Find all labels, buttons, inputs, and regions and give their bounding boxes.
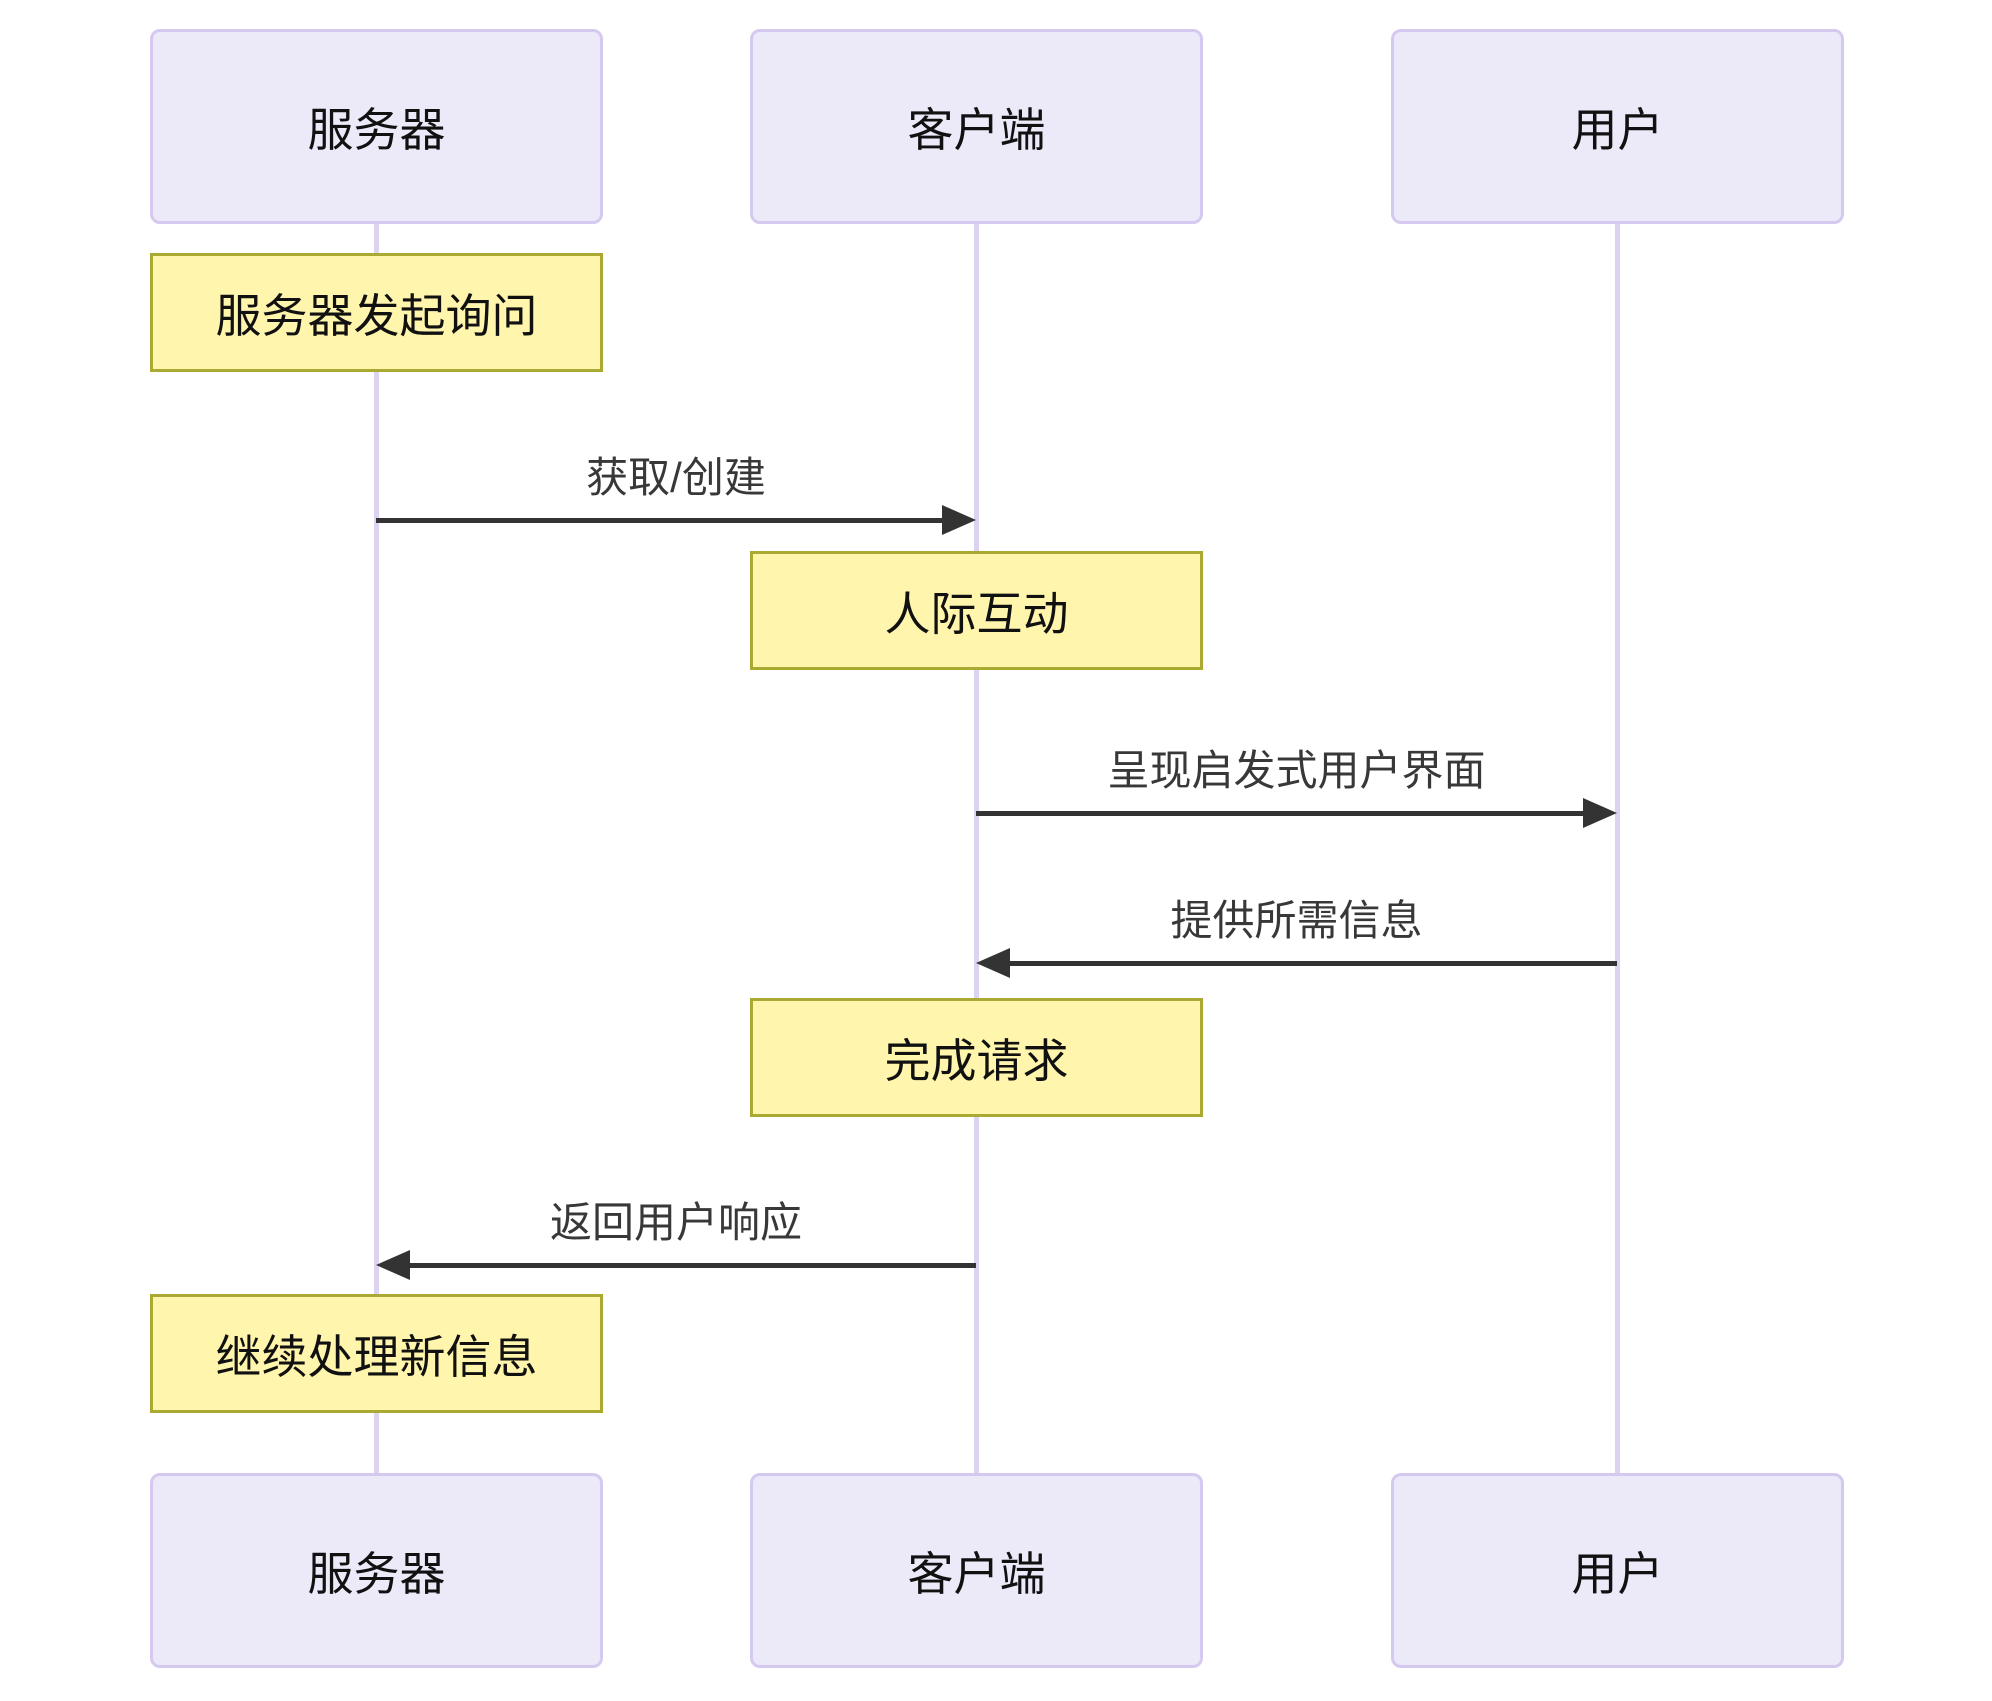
note-text: 服务器发起询问 [215,289,538,342]
arrowhead-right-icon [1583,798,1617,828]
lifeline-client [974,224,979,1473]
lifeline-server [374,224,379,1473]
actor-box-top-user: 用户 [1391,29,1844,224]
actor-box-top-client: 客户端 [750,29,1203,224]
actor-label-client: 客户端 [907,103,1046,156]
note-continue-processing: 继续处理新信息 [150,1294,603,1413]
arrowhead-left-icon [976,948,1010,978]
note-server-initiates-query: 服务器发起询问 [150,253,603,372]
message-label-present-heuristic-ui: 呈现启发式用户界面 [1107,747,1486,794]
actor-label-server: 服务器 [307,1547,446,1600]
note-text: 继续处理新信息 [215,1330,538,1383]
message-line-provide-info [1010,961,1617,966]
message-line-fetch-create [376,518,946,523]
note-complete-request: 完成请求 [750,998,1203,1117]
actor-label-user: 用户 [1571,103,1664,156]
note-text: 完成请求 [884,1034,1069,1087]
actor-label-server: 服务器 [307,103,446,156]
note-text: 人际互动 [884,587,1069,640]
arrowhead-right-icon [942,505,976,535]
note-human-interaction: 人际互动 [750,551,1203,670]
message-line-present-heuristic-ui [976,811,1583,816]
message-line-return-user-response [410,1263,976,1268]
actor-label-user: 用户 [1571,1547,1664,1600]
actor-box-bottom-user: 用户 [1391,1473,1844,1668]
lifeline-user [1615,224,1620,1473]
arrowhead-left-icon [376,1250,410,1280]
actor-box-bottom-client: 客户端 [750,1473,1203,1668]
message-label-return-user-response: 返回用户响应 [549,1199,802,1246]
message-label-fetch-create: 获取/创建 [586,454,766,501]
actor-box-top-server: 服务器 [150,29,603,224]
actor-label-client: 客户端 [907,1547,1046,1600]
message-label-provide-info: 提供所需信息 [1170,897,1423,944]
actor-box-bottom-server: 服务器 [150,1473,603,1668]
